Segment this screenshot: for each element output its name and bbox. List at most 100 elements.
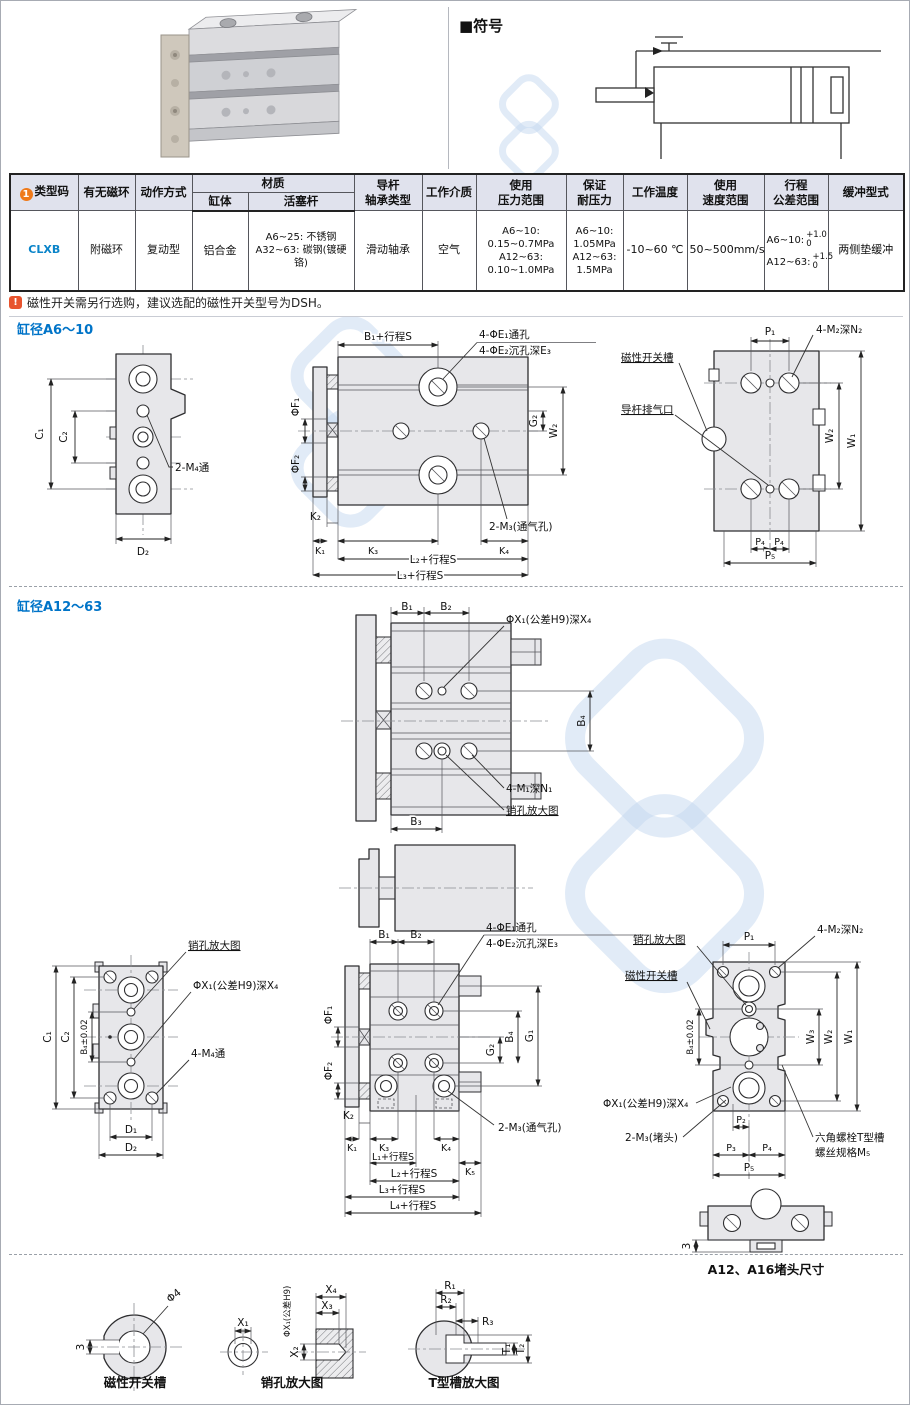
dim-l2-stroke-a12: L₂+行程S [391,1167,438,1180]
label-4-e1-thru-a12: 4-ΦE₁通孔 [486,921,537,934]
dim-w3: W₃ [805,1030,817,1045]
pneumatic-symbol [595,36,881,159]
label-2-m3-vent-a12: 2-M₃(通气孔) [498,1121,561,1134]
product-photo [160,8,358,158]
dim-g1: G₁ [524,1030,536,1042]
label-x1-h9-left: ΦX₁(公差H9)深X₄ [193,979,278,992]
tol2-upper: +1.5 [812,251,834,262]
proof-line1: A6~10: [575,225,614,237]
dim-r1: R₁ [444,1280,456,1292]
label-2-m3-vent: 2-M₃(通气孔) [489,520,552,533]
speed-header-line1: 使用 [714,177,737,192]
dim-phi4: Φ4 [164,1287,183,1306]
dim-b4-tol: B₄±0.02 [80,1019,90,1054]
a6-plate-view-geometry [674,334,865,567]
dim-b1-top: B₁ [401,601,412,613]
cell-temperature: -10~60 ℃ [622,210,688,292]
dim-g2-a12: G₂ [485,1044,497,1056]
a12-plate-view: C₁ C₂ B₄±0.02 D₁ D₂ 销孔放大图 ΦX₁(公差H9)深X₄ 4… [42,939,278,1159]
dim-g2: G₂ [528,415,540,427]
label-magnet-switch-slot: 磁性开关槽 [621,351,674,364]
label-hex-bolt-tslot-line2: 螺丝规格M₅ [815,1146,870,1159]
dim-w2-a12: W₂ [823,1030,835,1045]
tol1-lower: 0 [806,238,812,249]
dim-b4-top: B₄ [576,715,588,726]
dim-k3: K₃ [368,546,378,557]
tolerance-header-line2: 公差范围 [773,192,819,207]
dim-k4: K₄ [499,546,509,557]
a6-end-view: C₁ C₂ D₂ 2-M₄通 [34,345,210,558]
dim-c1: C₁ [34,428,46,440]
plug-detail-caption: A12、A16堵头尺寸 [708,1262,825,1277]
plug-detail: 3 A12、A16堵头尺寸 [681,1188,833,1277]
magnet-slot-detail-geometry [86,1303,182,1391]
proof-header-line2: 耐压力 [577,192,612,207]
dim-b1-stroke: B₁+行程S [364,330,412,343]
section-divider-2 [9,1254,903,1255]
note-text: 磁性开关需另行选购，建议选配的磁性开关型号为DSH。 [27,296,329,310]
section-title-a6: 缸径A6～10 [17,323,94,338]
section-divider-1 [9,586,903,587]
a12-side-view [339,844,533,932]
section-title-a12: 缸径A12～63 [17,600,103,615]
a12-top-view: B₁ B₂ ΦX₁(公差H9)深X₄ B₄ 4-M₁深N₁ 销孔放大图 B₃ [341,601,594,833]
dim-p4b: P₄ [774,537,784,548]
piston-rod-line1: A6~25: 不锈钢 [265,232,337,244]
magnet-slot-detail: 3 Φ4 磁性开关槽 [75,1287,184,1391]
dim-k1: K₁ [315,546,325,557]
a6-front-view: B₁+行程S 4-ΦE₁通孔 4-ΦE₂沉孔深E₃ ΦF₁ ΦF₂ G₂ W₂ … [290,328,596,584]
label-4-m2-depth-n2-a12: 4-M₂深N₂ [817,924,863,936]
dim-b2-front: B₂ [410,929,421,941]
a12-body-view: P₁ 4-M₂深N₂ 销孔放大图 磁性开关槽 B₄±0.02 W₃ W₂ W₁ … [603,924,885,1179]
bearing-header-line1: 导杆 [376,177,400,192]
pin-hole-detail-geometry [220,1293,366,1379]
symbol-section-title: ■符号 [459,17,504,35]
dim-p5-a12: P₅ [744,1162,755,1174]
dim-t2: T₂ [515,1344,527,1356]
pin-hole-caption: 销孔放大图 [261,1375,324,1390]
pressure-header-line2: 压力范围 [498,192,544,207]
cell-pressure: A6~10: 0.15~0.7MPa A12~63: 0.10~1.0MPa [475,210,567,292]
dim-p2: P₂ [736,1115,746,1126]
dim-x4: X₄ [325,1284,336,1296]
dim-p1-a12: P₁ [744,931,755,943]
dim-f2: ΦF₂ [290,455,302,474]
dim-k5: K₅ [465,1167,475,1178]
cell-proof-pressure: A6~10: 1.05MPa A12~63: 1.5MPa [565,210,624,292]
dim-c2: C₂ [58,431,70,443]
cell-cushion: 两侧垫缓冲 [827,210,905,292]
label-4-m2-depth-n2: 4-M₂深N₂ [816,324,862,336]
label-4-e2-counterbore-a12: 4-ΦE₂沉孔深E₃ [486,937,558,950]
cell-body-material: 铝合金 [191,210,249,292]
cell-type-code: CLXB [9,210,79,292]
label-hex-bolt-tslot-line1: 六角螺栓T型槽 [815,1131,885,1144]
cell-medium: 空气 [421,210,477,292]
dim-k2: K₂ [310,511,321,523]
dim-l3-stroke: L₃+行程S [397,569,444,582]
pressure-line4: 0.10~1.0MPa [487,264,555,276]
col-header-temperature: 工作温度 [622,173,688,212]
label-4-e2-counterbore: 4-ΦE₂沉孔深E₃ [479,344,551,357]
proof-header-line1: 保证 [583,177,606,192]
tolerance-header-line1: 行程 [784,177,808,192]
type-code-header-label: 类型码 [34,184,70,199]
dim-c1-a12: C₁ [42,1031,54,1043]
pneumatic-symbol-geometry [595,36,881,159]
a6-plate-view: P₁ 4-M₂深N₂ 磁性开关槽 导杆排气口 W₂ W₁ P₄ P₄ P₅ [621,324,865,567]
pressure-header-line1: 使用 [509,177,533,192]
label-pin-hole-detail-ref: 销孔放大图 [506,804,559,817]
label-pin-detail-ref-left: 销孔放大图 [188,939,241,952]
pressure-line3: A12~63: [498,251,544,263]
circle-1-badge: 1 [19,188,33,202]
label-magnet-slot-a12r: 磁性开关槽 [625,969,678,982]
dim-c2-a12: C₂ [60,1031,72,1043]
dim-f1: ΦF₁ [290,398,302,417]
tol1-upper: +1.0 [806,229,827,240]
dim-l1-stroke: L₁+行程S [372,1151,414,1163]
dim-t1: T₁ [501,1344,513,1356]
label-pin-hole-x1: ΦX₁(公差H9)深X₄ [506,613,591,626]
label-x1-h9-a12r: ΦX₁(公差H9)深X₄ [603,1097,688,1110]
